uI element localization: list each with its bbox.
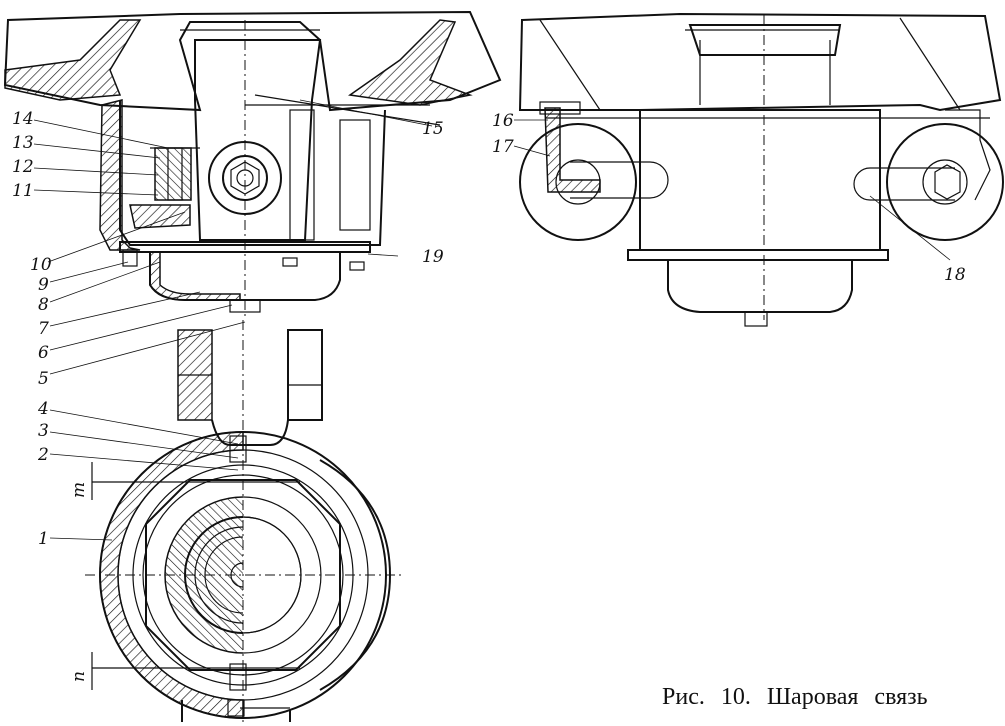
label-9: 9 [38,275,49,295]
label-10: 10 [30,255,52,275]
label-5: 5 [38,369,49,389]
label-12: 12 [12,157,34,177]
label-3: 3 [38,421,49,441]
label-11: 11 [12,181,34,201]
label-15: 15 [422,119,444,139]
right-external-view [518,12,1004,327]
label-6: 6 [38,343,49,363]
label-16: 16 [492,111,514,131]
label-n: n [69,671,89,682]
label-2: 2 [37,445,49,465]
label-7: 7 [38,319,49,339]
label-13: 13 [12,133,34,153]
part-labels: 14 13 12 11 10 9 8 7 6 5 4 3 2 1 15 19 1… [12,109,966,682]
label-8: 8 [38,295,49,315]
bottom-plan-view [85,320,405,722]
label-19: 19 [422,247,444,267]
label-1: 1 [38,529,49,549]
label-14: 14 [12,109,34,129]
label-17: 17 [492,137,514,157]
leader-lines [33,99,951,541]
figure-caption: Рис. 10. Шаровая связь [662,684,928,710]
label-18: 18 [944,265,966,285]
label-4: 4 [37,399,49,419]
label-m: m [69,482,89,498]
left-section-view [3,10,502,320]
